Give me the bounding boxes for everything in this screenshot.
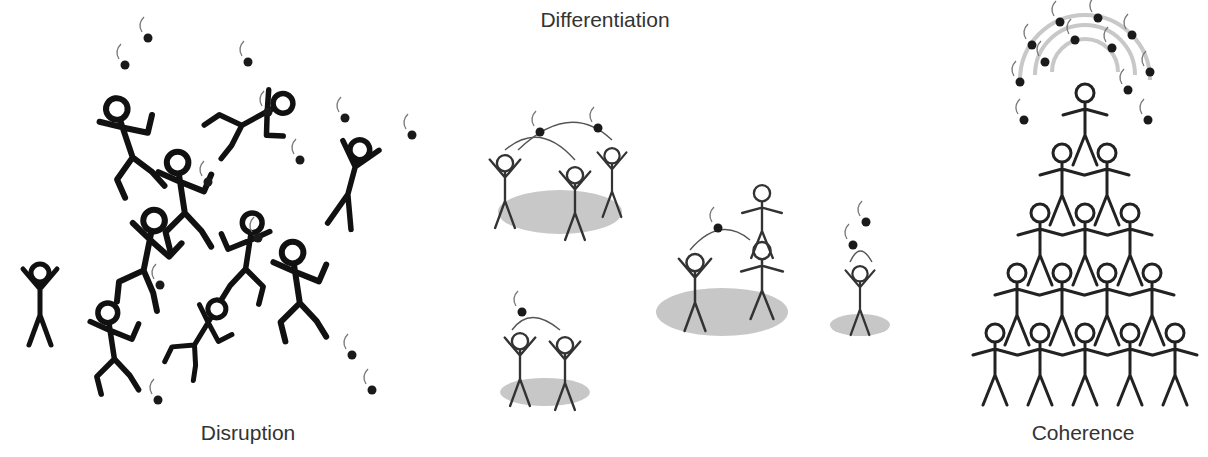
stick-figure bbox=[221, 213, 269, 304]
juggling-ball bbox=[200, 161, 213, 187]
juggling-ball bbox=[152, 264, 165, 290]
stick-figure bbox=[741, 242, 783, 319]
stick-figure bbox=[321, 135, 380, 231]
juggling-ball bbox=[1052, 1, 1065, 27]
coherence-pyramid bbox=[973, 84, 1197, 405]
juggling-ball bbox=[1120, 69, 1133, 95]
juggling-ball bbox=[117, 44, 130, 70]
juggling-ball bbox=[344, 334, 357, 360]
throw-arc bbox=[512, 318, 560, 331]
ball-arcs bbox=[505, 122, 872, 330]
juggling-ball bbox=[150, 379, 163, 405]
juggling-ball bbox=[1124, 14, 1137, 40]
throw-arc bbox=[690, 230, 750, 250]
stick-figure bbox=[846, 266, 875, 335]
stick-figure bbox=[106, 204, 190, 316]
coherence-balls bbox=[1012, 0, 1155, 125]
stick-figure bbox=[598, 148, 627, 217]
juggling-ball bbox=[514, 291, 527, 317]
throw-arc bbox=[1052, 39, 1118, 72]
juggling-ball bbox=[1012, 61, 1025, 87]
juggling-ball bbox=[1067, 19, 1080, 45]
juggling-ball bbox=[404, 114, 417, 140]
stick-figure bbox=[550, 337, 581, 410]
throw-arc bbox=[850, 251, 872, 262]
stage-label: Coherence bbox=[1032, 421, 1135, 445]
juggling-ball bbox=[1090, 0, 1103, 23]
juggling-ball bbox=[1024, 24, 1037, 50]
juggling-ball bbox=[1140, 99, 1153, 125]
stick-figure bbox=[90, 303, 138, 394]
juggling-ball bbox=[1016, 99, 1029, 125]
juggling-ball bbox=[250, 217, 263, 243]
stick-figure bbox=[742, 185, 782, 258]
stick-figure bbox=[1063, 84, 1107, 165]
ground-shadow bbox=[830, 314, 890, 336]
juggling-ball bbox=[364, 369, 377, 395]
stick-figure bbox=[679, 254, 711, 331]
stick-figure bbox=[505, 333, 536, 406]
ball-circles bbox=[1020, 15, 1150, 80]
juggling-ball bbox=[337, 97, 350, 123]
stick-figure bbox=[158, 152, 211, 252]
group-shadows bbox=[498, 190, 890, 406]
stick-figure bbox=[200, 83, 302, 160]
stick-figure bbox=[973, 324, 1017, 405]
ground-shadow bbox=[500, 378, 590, 406]
stage-label: Disruption bbox=[201, 421, 296, 445]
juggling-ball bbox=[590, 107, 603, 133]
juggling-ball bbox=[292, 139, 305, 165]
stick-figure bbox=[157, 292, 244, 384]
disruption-balls bbox=[117, 17, 417, 405]
juggling-ball bbox=[710, 207, 723, 233]
throw-arc bbox=[1020, 15, 1150, 80]
stick-figure bbox=[1130, 264, 1174, 345]
juggling-ball bbox=[845, 224, 858, 250]
stick-figure bbox=[273, 242, 326, 342]
juggling-ball bbox=[240, 41, 253, 67]
juggling-ball bbox=[1037, 41, 1050, 67]
juggling-ball bbox=[532, 111, 545, 137]
juggling-ball bbox=[140, 17, 153, 43]
ground-shadow bbox=[656, 288, 788, 336]
stick-figure bbox=[1085, 144, 1129, 225]
stick-figure bbox=[23, 264, 57, 345]
juggling-ball bbox=[1142, 51, 1155, 77]
differentiation-figures bbox=[490, 148, 875, 410]
differentiation-balls bbox=[514, 107, 871, 317]
juggling-ball bbox=[260, 91, 273, 117]
throw-arc bbox=[1035, 25, 1135, 75]
stage-label: Differentiation bbox=[540, 8, 669, 32]
throw-arc bbox=[505, 137, 575, 160]
stick-figure bbox=[560, 167, 591, 240]
stick-figure bbox=[490, 155, 521, 228]
disruption-figures bbox=[23, 83, 380, 394]
juggling-ball bbox=[1104, 27, 1117, 53]
stick-figure bbox=[1018, 204, 1062, 285]
stick-figure bbox=[96, 92, 165, 199]
juggling-ball bbox=[858, 201, 871, 227]
